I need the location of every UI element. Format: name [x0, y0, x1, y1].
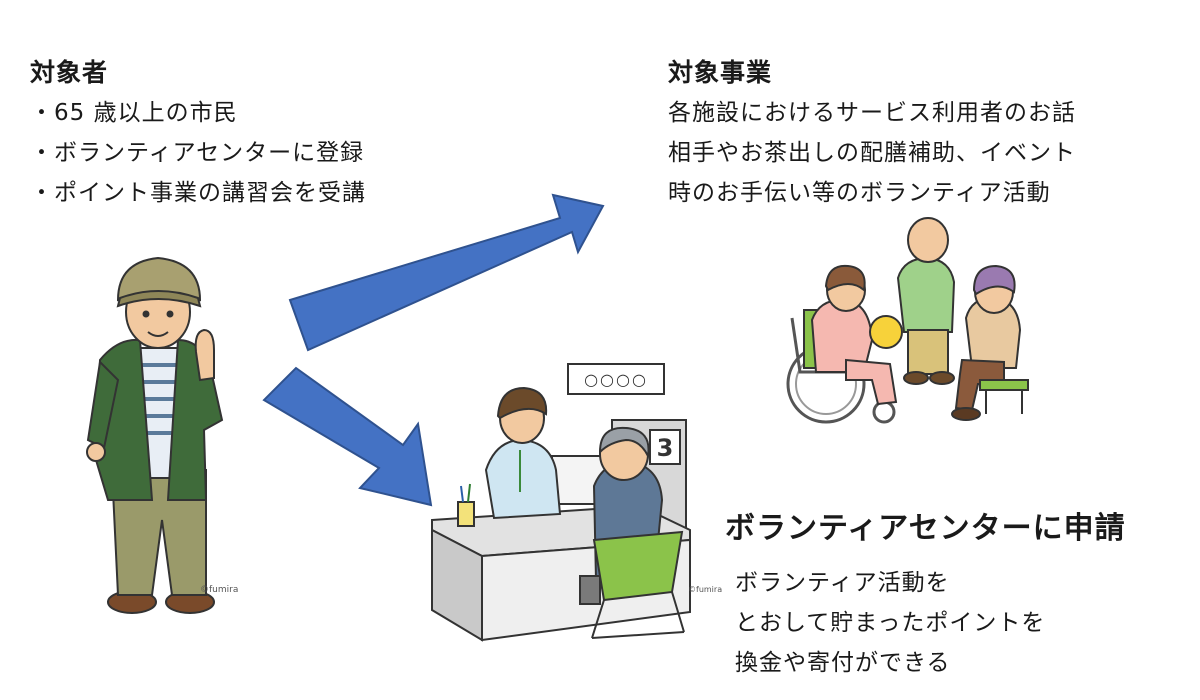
target-item: ・ポイント事業の講習会を受講: [30, 180, 366, 206]
apply-line: 換金や寄付ができる: [735, 650, 951, 676]
target-heading: 対象者: [30, 58, 109, 87]
program-heading: 対象事業: [668, 58, 773, 87]
program-line: 時のお手伝い等のボランティア活動: [668, 180, 1051, 206]
program-line: 各施設におけるサービス利用者のお話: [668, 100, 1076, 126]
target-section: 対象者 ・65 歳以上の市民 ・ボランティアセンターに登録 ・ポイント事業の講習…: [30, 57, 366, 213]
apply-line: ボランティア活動を: [735, 570, 950, 596]
target-item: ・65 歳以上の市民: [30, 100, 238, 126]
credit-mark: ©fumira: [688, 585, 722, 594]
program-line: 相手やお茶出しの配膳補助、イベント: [668, 140, 1076, 166]
target-item: ・ボランティアセンターに登録: [30, 140, 365, 166]
facility-activity-illustration: [786, 217, 1029, 424]
arrow-to-program: [288, 193, 605, 352]
credit-mark: ©fumira: [200, 585, 238, 595]
counter-number: 3: [657, 434, 674, 462]
program-section: 対象事業 各施設におけるサービス利用者のお話 相手やお茶出しの配膳補助、イベント…: [668, 57, 1076, 213]
volunteer-center-illustration: [431, 363, 691, 642]
elderly-man-illustration: [86, 256, 224, 614]
sign-text: ○○○○: [584, 370, 648, 389]
arrow-to-center: [262, 366, 433, 507]
apply-description: ボランティア活動を とおして貯まったポイントを 換金や寄付ができる: [735, 563, 1045, 683]
apply-heading: ボランティアセンターに申請: [725, 511, 1126, 546]
apply-line: とおして貯まったポイントを: [735, 610, 1046, 636]
